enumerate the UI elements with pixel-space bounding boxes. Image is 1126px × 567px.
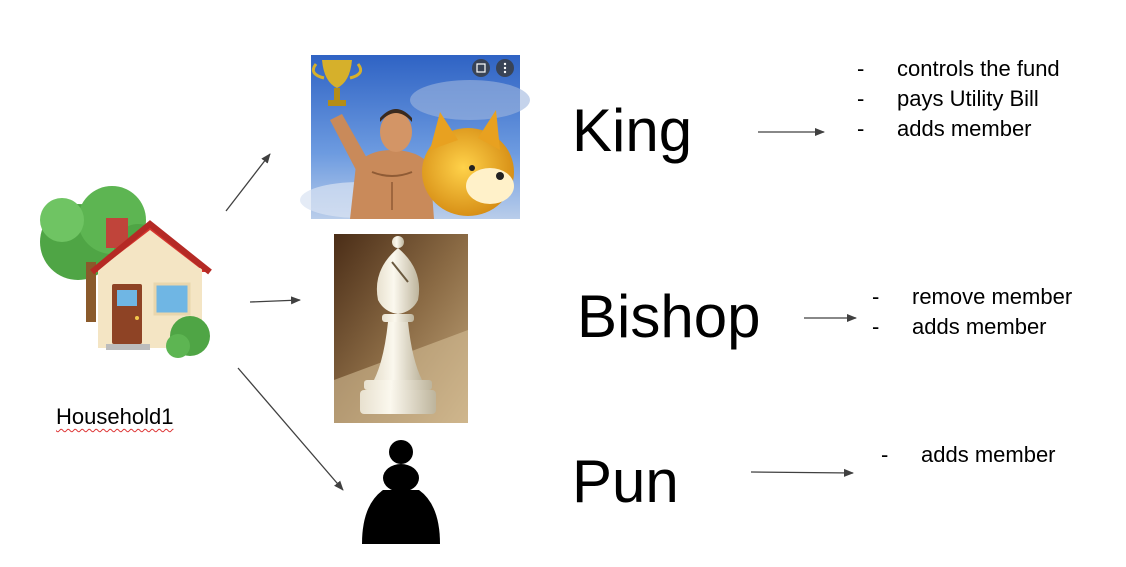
- king-duties-list: -controls the fund -pays Utility Bill -a…: [857, 54, 1060, 144]
- arrow-house-to-pun: [237, 367, 344, 491]
- pun-duties-list: -adds member: [881, 440, 1056, 470]
- list-item: -adds member: [881, 442, 1056, 467]
- arrow-house-to-king: [225, 153, 271, 212]
- list-item: -adds member: [872, 314, 1047, 339]
- arrow-pun-to-duties: [750, 468, 854, 477]
- list-item: -controls the fund: [857, 56, 1060, 81]
- list-item: -pays Utility Bill: [857, 86, 1039, 111]
- household-label: Household1: [56, 404, 174, 429]
- bishop-duties-list: -remove member -adds member: [872, 282, 1072, 342]
- role-name-king: King: [572, 97, 693, 164]
- arrow-house-to-bishop: [249, 296, 301, 305]
- list-item: -remove member: [872, 284, 1073, 309]
- list-item: -adds member: [857, 116, 1032, 141]
- role-name-pun: Pun: [572, 448, 679, 515]
- role-name-bishop: Bishop: [577, 283, 761, 350]
